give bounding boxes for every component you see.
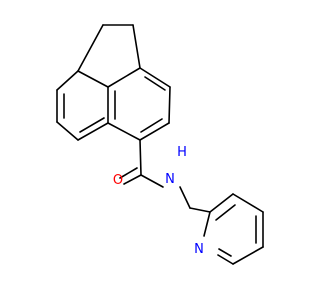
bond — [232, 193, 264, 213]
bonds — [56, 24, 264, 265]
bond — [119, 167, 138, 179]
bond — [139, 67, 171, 88]
bond — [189, 207, 211, 213]
bond — [140, 174, 164, 188]
pyridine-nitrogen-label: N — [194, 242, 204, 257]
bond — [107, 122, 141, 141]
atom-labels: O N H N — [113, 145, 204, 257]
bond — [144, 76, 166, 91]
bond — [209, 193, 234, 213]
bond — [232, 246, 264, 265]
bond — [139, 139, 142, 176]
bond — [215, 204, 236, 221]
structure-canvas: O N H N — [56, 24, 264, 265]
bond — [140, 118, 163, 133]
bond — [218, 248, 232, 257]
bond — [56, 121, 79, 141]
amide-nitrogen-label: N — [165, 172, 175, 187]
bond — [139, 122, 170, 141]
bond — [77, 70, 109, 88]
bond — [217, 254, 234, 265]
molecule-diagram: O N H N — [56, 24, 264, 265]
bond — [107, 67, 141, 88]
oxygen-label: O — [113, 173, 123, 188]
bond — [77, 24, 104, 72]
bond — [123, 174, 142, 185]
bond — [132, 24, 141, 69]
amide-hydrogen-label: H — [177, 145, 187, 160]
bond — [203, 211, 211, 237]
bond — [79, 117, 105, 133]
bond — [77, 122, 109, 141]
bond — [179, 186, 191, 209]
bond — [56, 70, 79, 91]
bond — [168, 86, 171, 124]
